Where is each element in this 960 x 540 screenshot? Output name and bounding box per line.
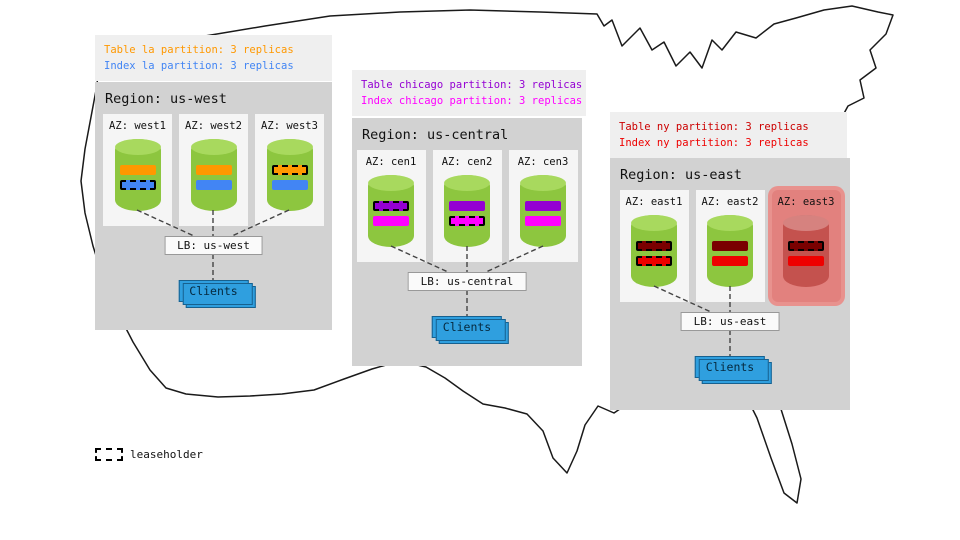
database-cylinder bbox=[266, 139, 313, 211]
table-replica-stripe bbox=[271, 165, 308, 175]
az-cen2: AZ: cen2 bbox=[432, 150, 502, 262]
cylinder-top bbox=[520, 175, 566, 191]
index-partition-caption: Index ny partition: 3 replicas bbox=[619, 137, 809, 149]
clients-node: Clients bbox=[178, 280, 257, 308]
az-east3-failed: AZ: east3 bbox=[771, 190, 841, 302]
az-row: AZ: east1 AZ: east2 AZ: east3 bbox=[610, 190, 850, 302]
az-label: AZ: east3 bbox=[777, 196, 835, 208]
us-east-partition-caption: Table ny partition: 3 replicas Index ny … bbox=[610, 112, 847, 158]
table-replica-stripe bbox=[525, 201, 561, 211]
table-replica-stripe bbox=[449, 201, 485, 211]
table-replica-stripe bbox=[195, 165, 232, 175]
table-partition-caption: Table ny partition: 3 replicas bbox=[619, 121, 809, 133]
clients-node: Clients bbox=[431, 316, 510, 344]
cylinder-top bbox=[783, 215, 829, 231]
legend-label: leaseholder bbox=[130, 448, 203, 461]
us-west-partition-caption: Table la partition: 3 replicas Index la … bbox=[95, 35, 332, 81]
index-replica-stripe bbox=[373, 216, 409, 226]
index-replica-stripe bbox=[119, 180, 156, 190]
database-cylinder bbox=[783, 215, 829, 287]
cylinder-top bbox=[190, 139, 237, 155]
database-cylinder bbox=[520, 175, 566, 247]
index-replica-stripe bbox=[271, 180, 308, 190]
index-replica-stripe bbox=[636, 256, 672, 266]
clients-node: Clients bbox=[694, 356, 773, 384]
az-label: AZ: west2 bbox=[185, 120, 242, 132]
region-title: Region: us-central bbox=[362, 127, 509, 143]
cylinder-top bbox=[631, 215, 677, 231]
load-balancer: LB: us-west bbox=[164, 236, 263, 255]
az-label: AZ: west1 bbox=[109, 120, 166, 132]
index-replica-stripe bbox=[788, 256, 824, 266]
az-east2: AZ: east2 bbox=[695, 190, 765, 302]
database-cylinder bbox=[190, 139, 237, 211]
az-label: AZ: east2 bbox=[701, 196, 759, 208]
load-balancer: LB: us-central bbox=[407, 272, 527, 291]
leaseholder-swatch-icon bbox=[95, 448, 123, 461]
az-label: AZ: cen2 bbox=[441, 156, 493, 168]
index-replica-stripe bbox=[195, 180, 232, 190]
cylinder-top bbox=[707, 215, 753, 231]
table-replica-stripe bbox=[788, 241, 824, 251]
cylinder-top bbox=[266, 139, 313, 155]
az-cen3: AZ: cen3 bbox=[508, 150, 578, 262]
cylinder-top bbox=[444, 175, 490, 191]
table-replica-stripe bbox=[373, 201, 409, 211]
az-row: AZ: west1 AZ: west2 AZ: west3 bbox=[95, 114, 332, 226]
region-us-west: Region: us-west AZ: west1 AZ: west2 bbox=[95, 82, 332, 330]
index-replica-stripe bbox=[712, 256, 748, 266]
index-replica-stripe bbox=[449, 216, 485, 226]
index-partition-caption: Index la partition: 3 replicas bbox=[104, 60, 294, 72]
region-us-central: Region: us-central AZ: cen1 AZ: cen2 bbox=[352, 118, 582, 366]
us-central-partition-caption: Table chicago partition: 3 replicas Inde… bbox=[352, 70, 586, 116]
az-cen1: AZ: cen1 bbox=[356, 150, 426, 262]
az-label: AZ: cen3 bbox=[517, 156, 569, 168]
az-west2: AZ: west2 bbox=[179, 114, 248, 226]
table-replica-stripe bbox=[636, 241, 672, 251]
region-us-east: Region: us-east AZ: east1 AZ: east2 bbox=[610, 158, 850, 410]
table-replica-stripe bbox=[119, 165, 156, 175]
load-balancer: LB: us-east bbox=[680, 312, 780, 331]
index-replica-stripe bbox=[525, 216, 561, 226]
region-title: Region: us-west bbox=[105, 91, 227, 107]
az-label: AZ: west3 bbox=[261, 120, 318, 132]
database-cylinder bbox=[631, 215, 677, 287]
az-label: AZ: cen1 bbox=[365, 156, 417, 168]
az-label: AZ: east1 bbox=[625, 196, 683, 208]
database-cylinder bbox=[444, 175, 490, 247]
table-partition-caption: Table la partition: 3 replicas bbox=[104, 44, 294, 56]
database-cylinder bbox=[707, 215, 753, 287]
cylinder-top bbox=[368, 175, 414, 191]
region-title: Region: us-east bbox=[620, 167, 742, 183]
az-west3: AZ: west3 bbox=[255, 114, 324, 226]
table-partition-caption: Table chicago partition: 3 replicas bbox=[361, 79, 583, 91]
cylinder-top bbox=[114, 139, 161, 155]
az-row: AZ: cen1 AZ: cen2 AZ: cen3 bbox=[352, 150, 582, 262]
az-west1: AZ: west1 bbox=[103, 114, 172, 226]
index-partition-caption: Index chicago partition: 3 replicas bbox=[361, 95, 583, 107]
az-east1: AZ: east1 bbox=[619, 190, 689, 302]
legend: leaseholder bbox=[95, 448, 203, 461]
database-cylinder bbox=[368, 175, 414, 247]
table-replica-stripe bbox=[712, 241, 748, 251]
database-cylinder bbox=[114, 139, 161, 211]
